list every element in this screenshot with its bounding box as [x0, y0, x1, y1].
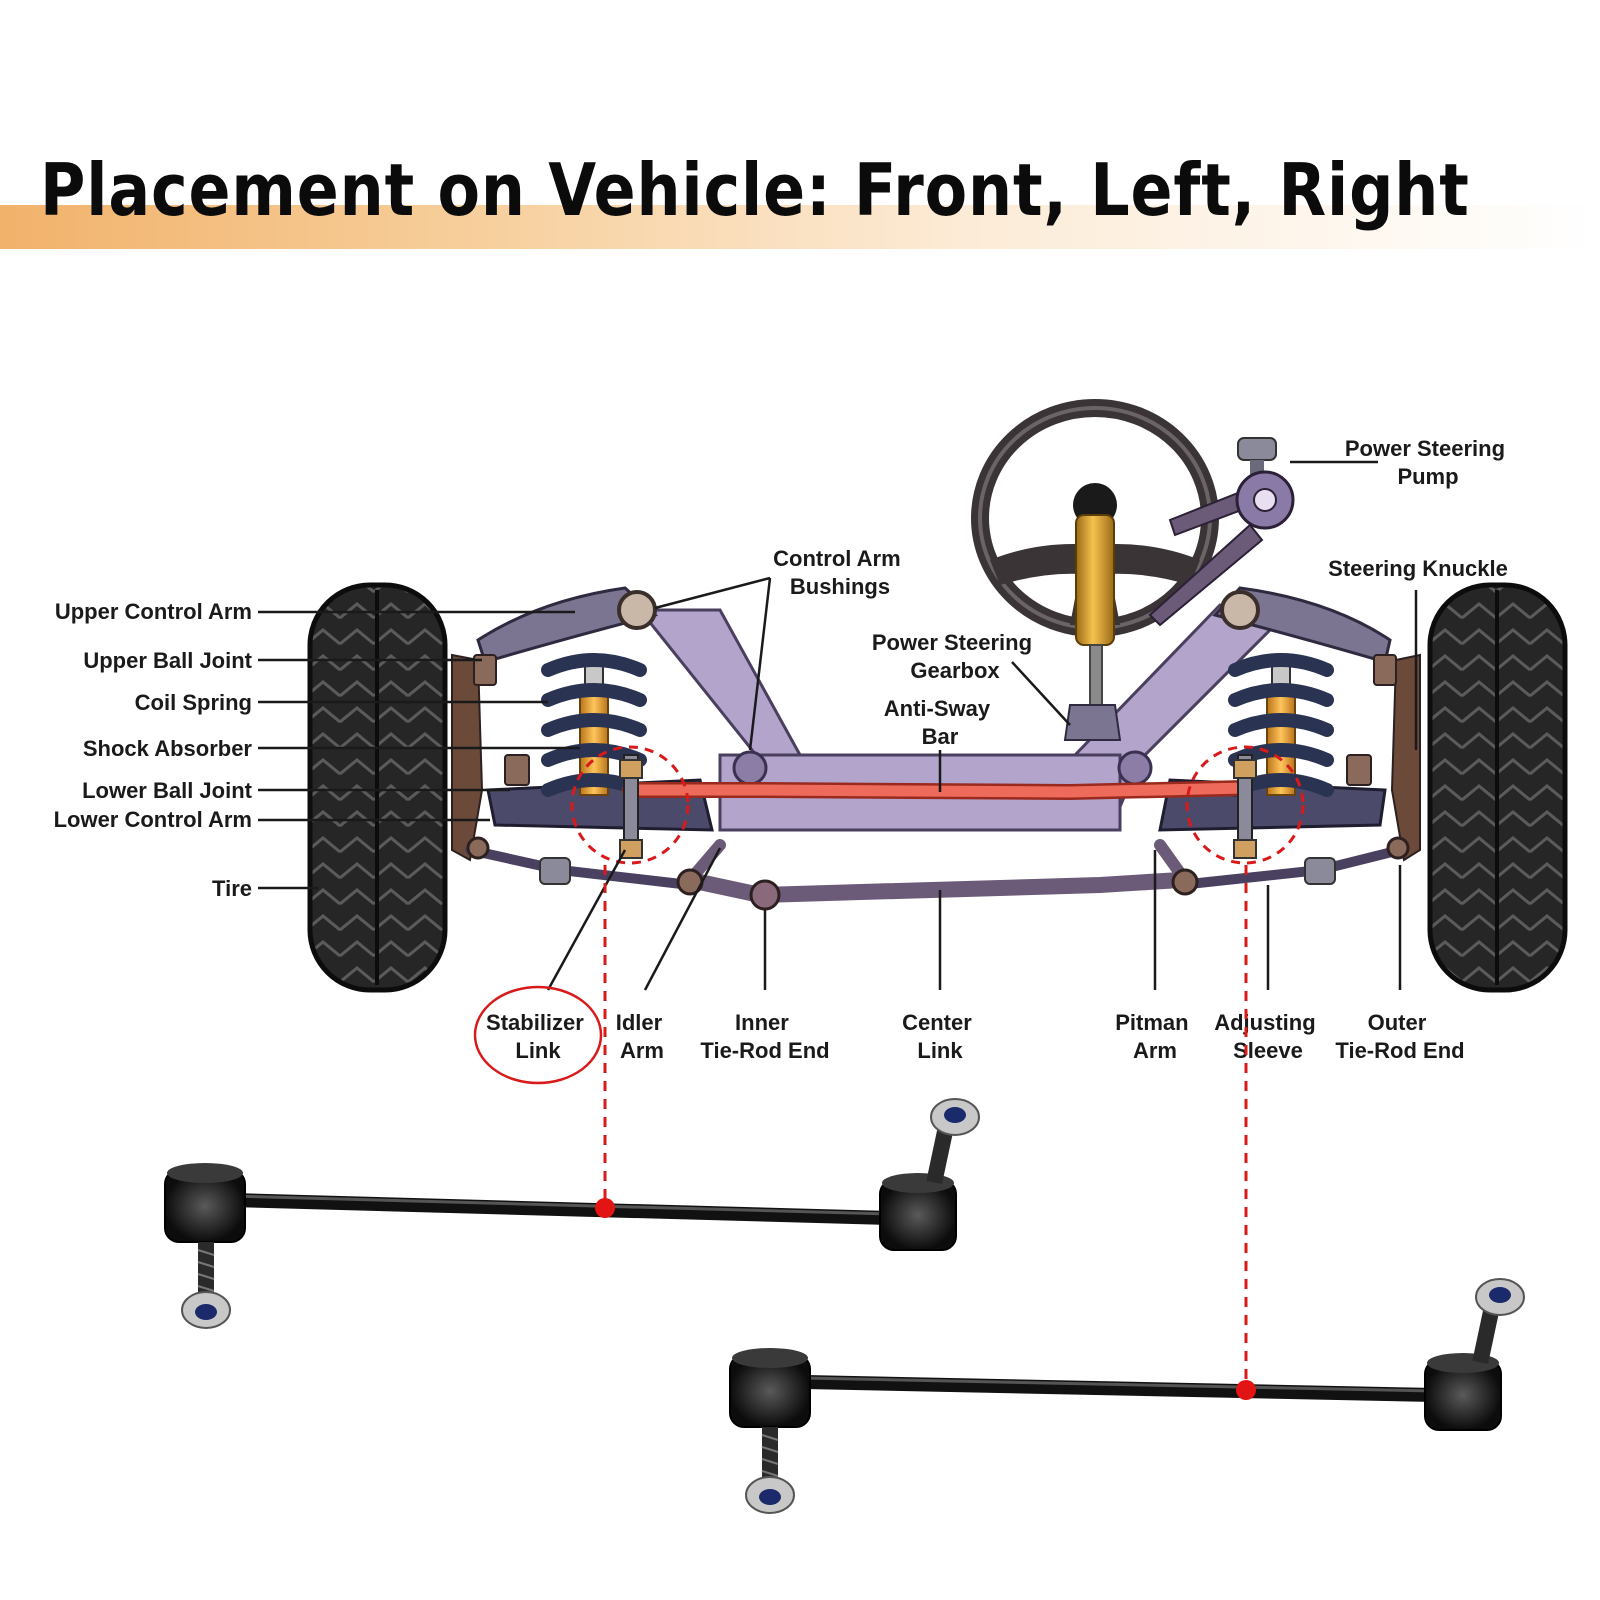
product-1-marker-dot: [595, 1198, 615, 1218]
title-highlight-band: [0, 205, 1600, 249]
label-steering-knuckle: Steering Knuckle: [1328, 556, 1508, 581]
outer-tie-rod-end-joint-right: [1386, 836, 1410, 860]
page-title: Placement on Vehicle: Front, Left, Right: [40, 148, 1470, 232]
left-tire: [307, 582, 448, 993]
product-stabilizer-link-1: [164, 1098, 980, 1329]
frame-mount-left: [732, 750, 768, 786]
power-steering-pump: [1148, 437, 1295, 627]
label-control-arm-bushings: Control Arm Bushings: [773, 546, 907, 599]
label-tire: Tire: [212, 876, 252, 901]
label-power-steering-pump: Power Steering Pump: [1345, 436, 1511, 489]
label-shock-absorber: Shock Absorber: [83, 736, 253, 761]
label-pitman-arm: Pitman Arm: [1115, 1010, 1194, 1063]
right-upper-ball-joint: [1373, 654, 1397, 686]
leader-idler-arm: [643, 847, 722, 991]
stabilizer-link-left-diagram: [619, 754, 643, 859]
anti-sway-bar: [622, 780, 1253, 801]
upper-arm-bushing-left: [617, 590, 657, 630]
product-2-marker-dot: [1236, 1380, 1256, 1400]
label-adjusting-sleeve: Adjusting Sleeve: [1214, 1010, 1322, 1063]
left-coil-spring: [541, 653, 647, 797]
label-coil-spring: Coil Spring: [135, 690, 252, 715]
label-lower-ball-joint: Lower Ball Joint: [82, 778, 253, 803]
leader-power-steering-gearbox: [1011, 661, 1071, 726]
label-idler-arm: Idler Arm: [616, 1010, 669, 1063]
highlight-circle-left: [570, 745, 690, 865]
label-upper-ball-joint: Upper Ball Joint: [83, 648, 252, 673]
label-outer-tie-rod-end: Outer Tie-Rod End: [1335, 1010, 1464, 1063]
right-steering-knuckle: [1390, 653, 1421, 862]
center-link: [682, 872, 1188, 904]
highlight-circle-right: [1185, 745, 1305, 865]
power-steering-gearbox: [1063, 704, 1122, 741]
label-inner-tie-rod-end: Inner Tie-Rod End: [700, 1010, 829, 1063]
steering-column: [1075, 514, 1115, 716]
label-power-steering-gearbox: Power Steering Gearbox: [872, 630, 1038, 683]
stabilizer-link-right-diagram: [1233, 754, 1257, 859]
pitman-arm: [1154, 839, 1199, 896]
stabilizer-link-label-highlight: [473, 985, 603, 1085]
outer-tie-rod-end-joint-left: [466, 836, 490, 860]
label-center-link: Center Link: [902, 1010, 978, 1063]
leader-control-arm-bushings-b: [748, 577, 772, 751]
idler-arm: [676, 839, 726, 896]
right-tie-rod: [1175, 845, 1405, 890]
label-stabilizer-link: Stabilizer Link: [486, 1010, 590, 1063]
left-upper-ball-joint: [473, 654, 497, 686]
right-tire: [1427, 582, 1568, 993]
leader-control-arm-bushings-a: [654, 576, 771, 610]
leader-stabilizer-link: [546, 849, 627, 991]
right-lower-ball-joint: [1346, 754, 1372, 786]
right-coil-spring: [1228, 653, 1334, 797]
label-anti-sway-bar: Anti-Sway Bar: [884, 696, 996, 749]
left-tie-rod: [465, 845, 695, 890]
label-lower-control-arm: Lower Control Arm: [54, 807, 252, 832]
upper-arm-bushing-right: [1220, 590, 1260, 630]
left-lower-ball-joint: [504, 754, 530, 786]
product-stabilizer-link-2: [729, 1278, 1525, 1514]
inner-tie-rod-end-joint: [749, 879, 781, 911]
frame-mount-right: [1117, 750, 1153, 786]
label-upper-control-arm: Upper Control Arm: [55, 599, 252, 624]
